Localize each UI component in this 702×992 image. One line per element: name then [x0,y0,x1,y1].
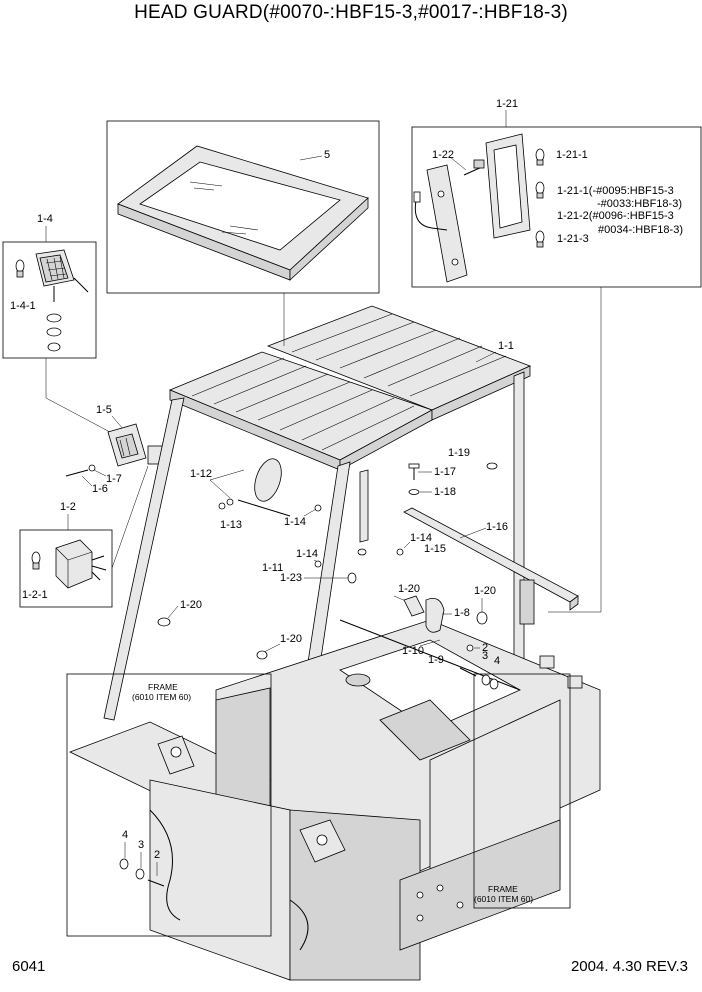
work-lamp-assembly: 1-5 1-6 1-7 [65,404,163,495]
callout-3-b: 3 [138,839,144,851]
callout-1-17: 1-17 [434,466,456,478]
bulb-icon [31,551,41,570]
revision-date: 2004. 4.30 REV.3 [570,958,688,975]
frame-note-left-1: FRAME [148,682,178,692]
callout-1-9: 1-9 [428,654,444,666]
callout-1-7: 1-7 [106,473,122,485]
callout-4-a: 4 [494,655,500,667]
roof-panel-detail: 5 [106,120,380,294]
frame-note-right-1: FRAME [488,884,518,894]
callout-1-4-1: 1-4-1 [10,300,36,312]
grab-handle [425,597,445,633]
front-left-pillar [103,397,185,721]
callout-1-11: 1-11 [262,562,283,574]
head-guard-frame [103,305,579,807]
callout-1-22: 1-22 [432,149,454,161]
handle-assembly: 1-20 1-20 1-8 1-20 1-20 1-10 2 1-9 3 4 [157,583,521,691]
roof-panel-glass [139,161,341,251]
callout-1-2-1: 1-2-1 [22,589,48,601]
frame-ref-right: FRAME (6010 ITEM 60) [473,673,571,909]
callout-1-16: 1-16 [486,521,508,533]
callout-1-2: 1-2 [60,501,76,513]
relay-body [55,539,93,589]
callout-4-b: 4 [122,829,128,841]
lamp-base-plate [426,164,468,283]
callout-1-4: 1-4 [37,213,53,225]
frame-note-left-2: (6010 ITEM 60) [132,692,191,702]
page-title: HEAD GUARD(#0070-:HBF15-3,#0017-:HBF18-3… [134,2,568,23]
fasteners-right: 1-19 1-17 1-18 1-16 1-14 1-15 1-14 1-11 … [262,447,508,584]
callout-1-21-1: 1-21-1 [556,149,588,161]
callout-1-10: 1-10 [402,645,424,657]
callout-1-20-a: 1-20 [398,583,420,595]
bolt-icon [65,469,89,477]
fasteners-left-lower: 4 3 2 [119,829,165,887]
callout-1-14-b: 1-14 [410,532,432,544]
work-lamp-detail-box [2,241,97,359]
room-lamp-detail-box [411,126,702,288]
room-lamp-detail: 1-21 1-22 1-21-1 1-21-1(-#0095:HBF15-3 -… [411,98,702,613]
bulb-icon [535,148,545,166]
callout-1-21: 1-21 [496,98,518,110]
bulb-icon [15,259,25,278]
callout-1-20-c: 1-20 [180,599,202,611]
callout-1-1: 1-1 [498,340,514,352]
mirror [254,458,282,502]
bolt-icon [147,879,165,887]
callout-1-12: 1-12 [190,468,212,480]
callout-1-21-2: 1-21-2(#0096-:HBF15-3 [557,210,674,222]
callout-1-8: 1-8 [454,607,470,619]
frame-ref-left: FRAME (6010 ITEM 60) [66,673,272,937]
work-lamp-detail: 1-4 1-4-1 [2,213,111,433]
rear-right-pillar [513,371,525,695]
rear-counterweight [149,779,291,981]
callout-1-20-b: 1-20 [474,585,496,597]
page-number: 6041 [12,958,46,975]
callout-1-21-1-range: 1-21-1(-#0095:HBF15-3 [557,185,674,197]
callout-1-5: 1-5 [96,404,112,416]
callout-3-a: 3 [482,650,488,662]
bulb-icon [535,181,545,199]
callout-1-20-d: 1-20 [280,633,302,645]
bolt-icon [459,667,477,677]
callout-1-14-c: 1-14 [296,548,318,560]
callout-1-21-3: 1-21-3 [557,233,589,245]
callout-1-23: 1-23 [280,572,302,584]
roof-panel-detail-box [106,120,380,294]
callout-1-6: 1-6 [92,483,108,495]
callout-1-14-a: 1-14 [284,516,306,528]
bulb-icon [535,230,545,248]
body-step [379,699,471,761]
callout-5: 5 [324,149,330,161]
truck-body [68,619,601,981]
relay-detail-box [19,529,113,608]
mirror-assembly: 1-12 1-13 1-14 [190,458,322,531]
callout-1-15: 1-15 [424,543,446,555]
callout-1-21-2-range: #0034-:HBF18-3) [598,224,683,236]
frame-note-right-2: (6010 ITEM 60) [474,894,533,904]
callout-1-21-1-range-b: -#0033:HBF18-3) [597,198,682,210]
roof-panel-side-right [289,197,369,281]
callout-2-a: 2 [482,642,488,654]
callout-2-b: 2 [154,849,160,861]
relay-detail: 1-2 1-2-1 [19,465,149,608]
callout-1-19: 1-19 [448,447,470,459]
callout-1-18: 1-18 [434,486,456,498]
callout-1-13: 1-13 [220,519,242,531]
